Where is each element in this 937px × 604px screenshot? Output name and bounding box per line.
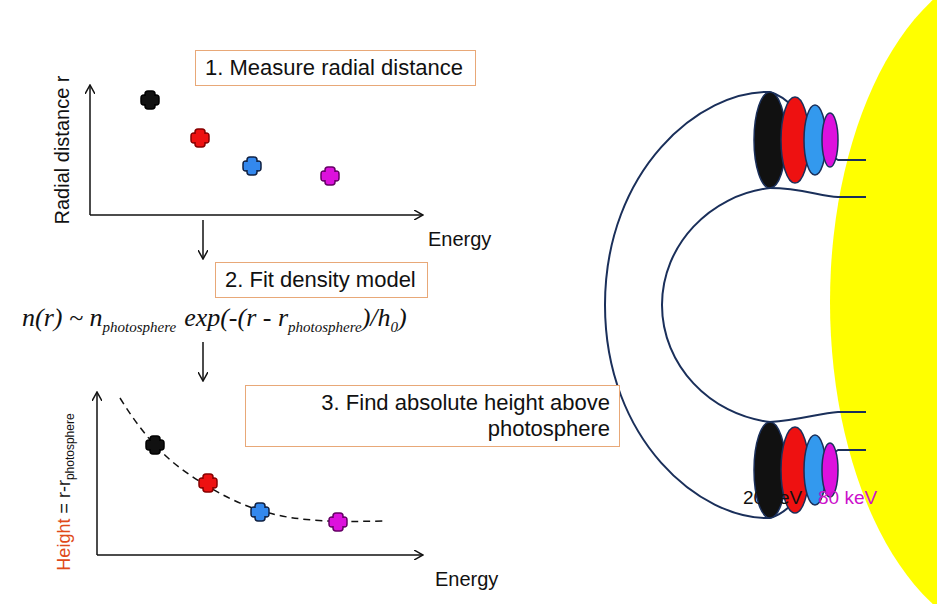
data-point-fill <box>252 508 268 516</box>
step-text: 1. Measure radial distance <box>205 55 466 81</box>
data-point-fill <box>200 479 216 487</box>
step-text: 3. Find absolute height above photospher… <box>255 390 610 442</box>
data-point <box>191 129 209 147</box>
sun-surface <box>830 0 937 604</box>
formula-part: photosphere <box>103 319 177 335</box>
step-text: 2. Fit density model <box>225 267 418 293</box>
data-point-fill <box>142 96 158 104</box>
data-point <box>146 436 164 454</box>
data-point <box>321 167 339 185</box>
data-point-bar <box>251 507 269 517</box>
formula-part: 0 <box>391 319 399 335</box>
footpoint-source <box>822 113 838 167</box>
axis-label-part: Height <box>54 519 74 571</box>
loop-inner <box>662 188 770 422</box>
step-box: 3. Find absolute height above photospher… <box>245 385 620 447</box>
axis-label: Radial distance r <box>51 76 74 225</box>
step-arrow <box>202 342 204 380</box>
data-point <box>329 513 347 531</box>
formula-part: ) <box>398 303 407 332</box>
data-point-bar <box>146 440 164 450</box>
data-point-fill <box>147 441 163 449</box>
data-point <box>141 91 159 109</box>
y-axis <box>89 86 91 215</box>
data-point-bar <box>191 133 209 143</box>
data-point-fill <box>330 518 346 526</box>
data-point-fill <box>322 172 338 180</box>
data-point-bar <box>329 517 347 527</box>
formula: n(r) ~ nphotosphereexp(-(r - rphotospher… <box>22 303 407 333</box>
step-box: 1. Measure radial distance <box>195 50 476 86</box>
data-point <box>199 474 217 492</box>
data-point-fill <box>244 162 260 170</box>
y-axis <box>96 393 98 555</box>
data-point-bar <box>243 161 261 171</box>
data-point-bar <box>321 171 339 181</box>
axis-label: Energy <box>435 568 498 591</box>
loop-leg <box>770 188 866 197</box>
loop-leg <box>770 412 866 422</box>
formula-part: exp(-(r - r <box>184 303 288 332</box>
data-point-bar <box>199 478 217 488</box>
step-arrow <box>202 220 204 258</box>
step-box: 2. Fit density model <box>215 262 428 298</box>
axis-label-part: photosphere <box>63 413 77 480</box>
energy-label: 80 keV <box>818 487 877 509</box>
formula-part: )/h <box>362 303 391 332</box>
axis-label-part: = r-r <box>54 480 74 514</box>
energy-label: 20 keV <box>743 487 802 509</box>
data-point <box>243 157 261 175</box>
x-axis <box>97 554 422 556</box>
x-axis <box>90 214 422 216</box>
axis-label: Energy <box>428 228 491 251</box>
data-point-fill <box>192 134 208 142</box>
axis-label: Height = r-rphotosphere <box>54 413 75 570</box>
loop-outer <box>605 92 770 518</box>
formula-part: n(r) ~ n <box>22 303 103 332</box>
data-point <box>251 503 269 521</box>
formula-part: photosphere <box>288 319 362 335</box>
data-point-bar <box>141 95 159 105</box>
